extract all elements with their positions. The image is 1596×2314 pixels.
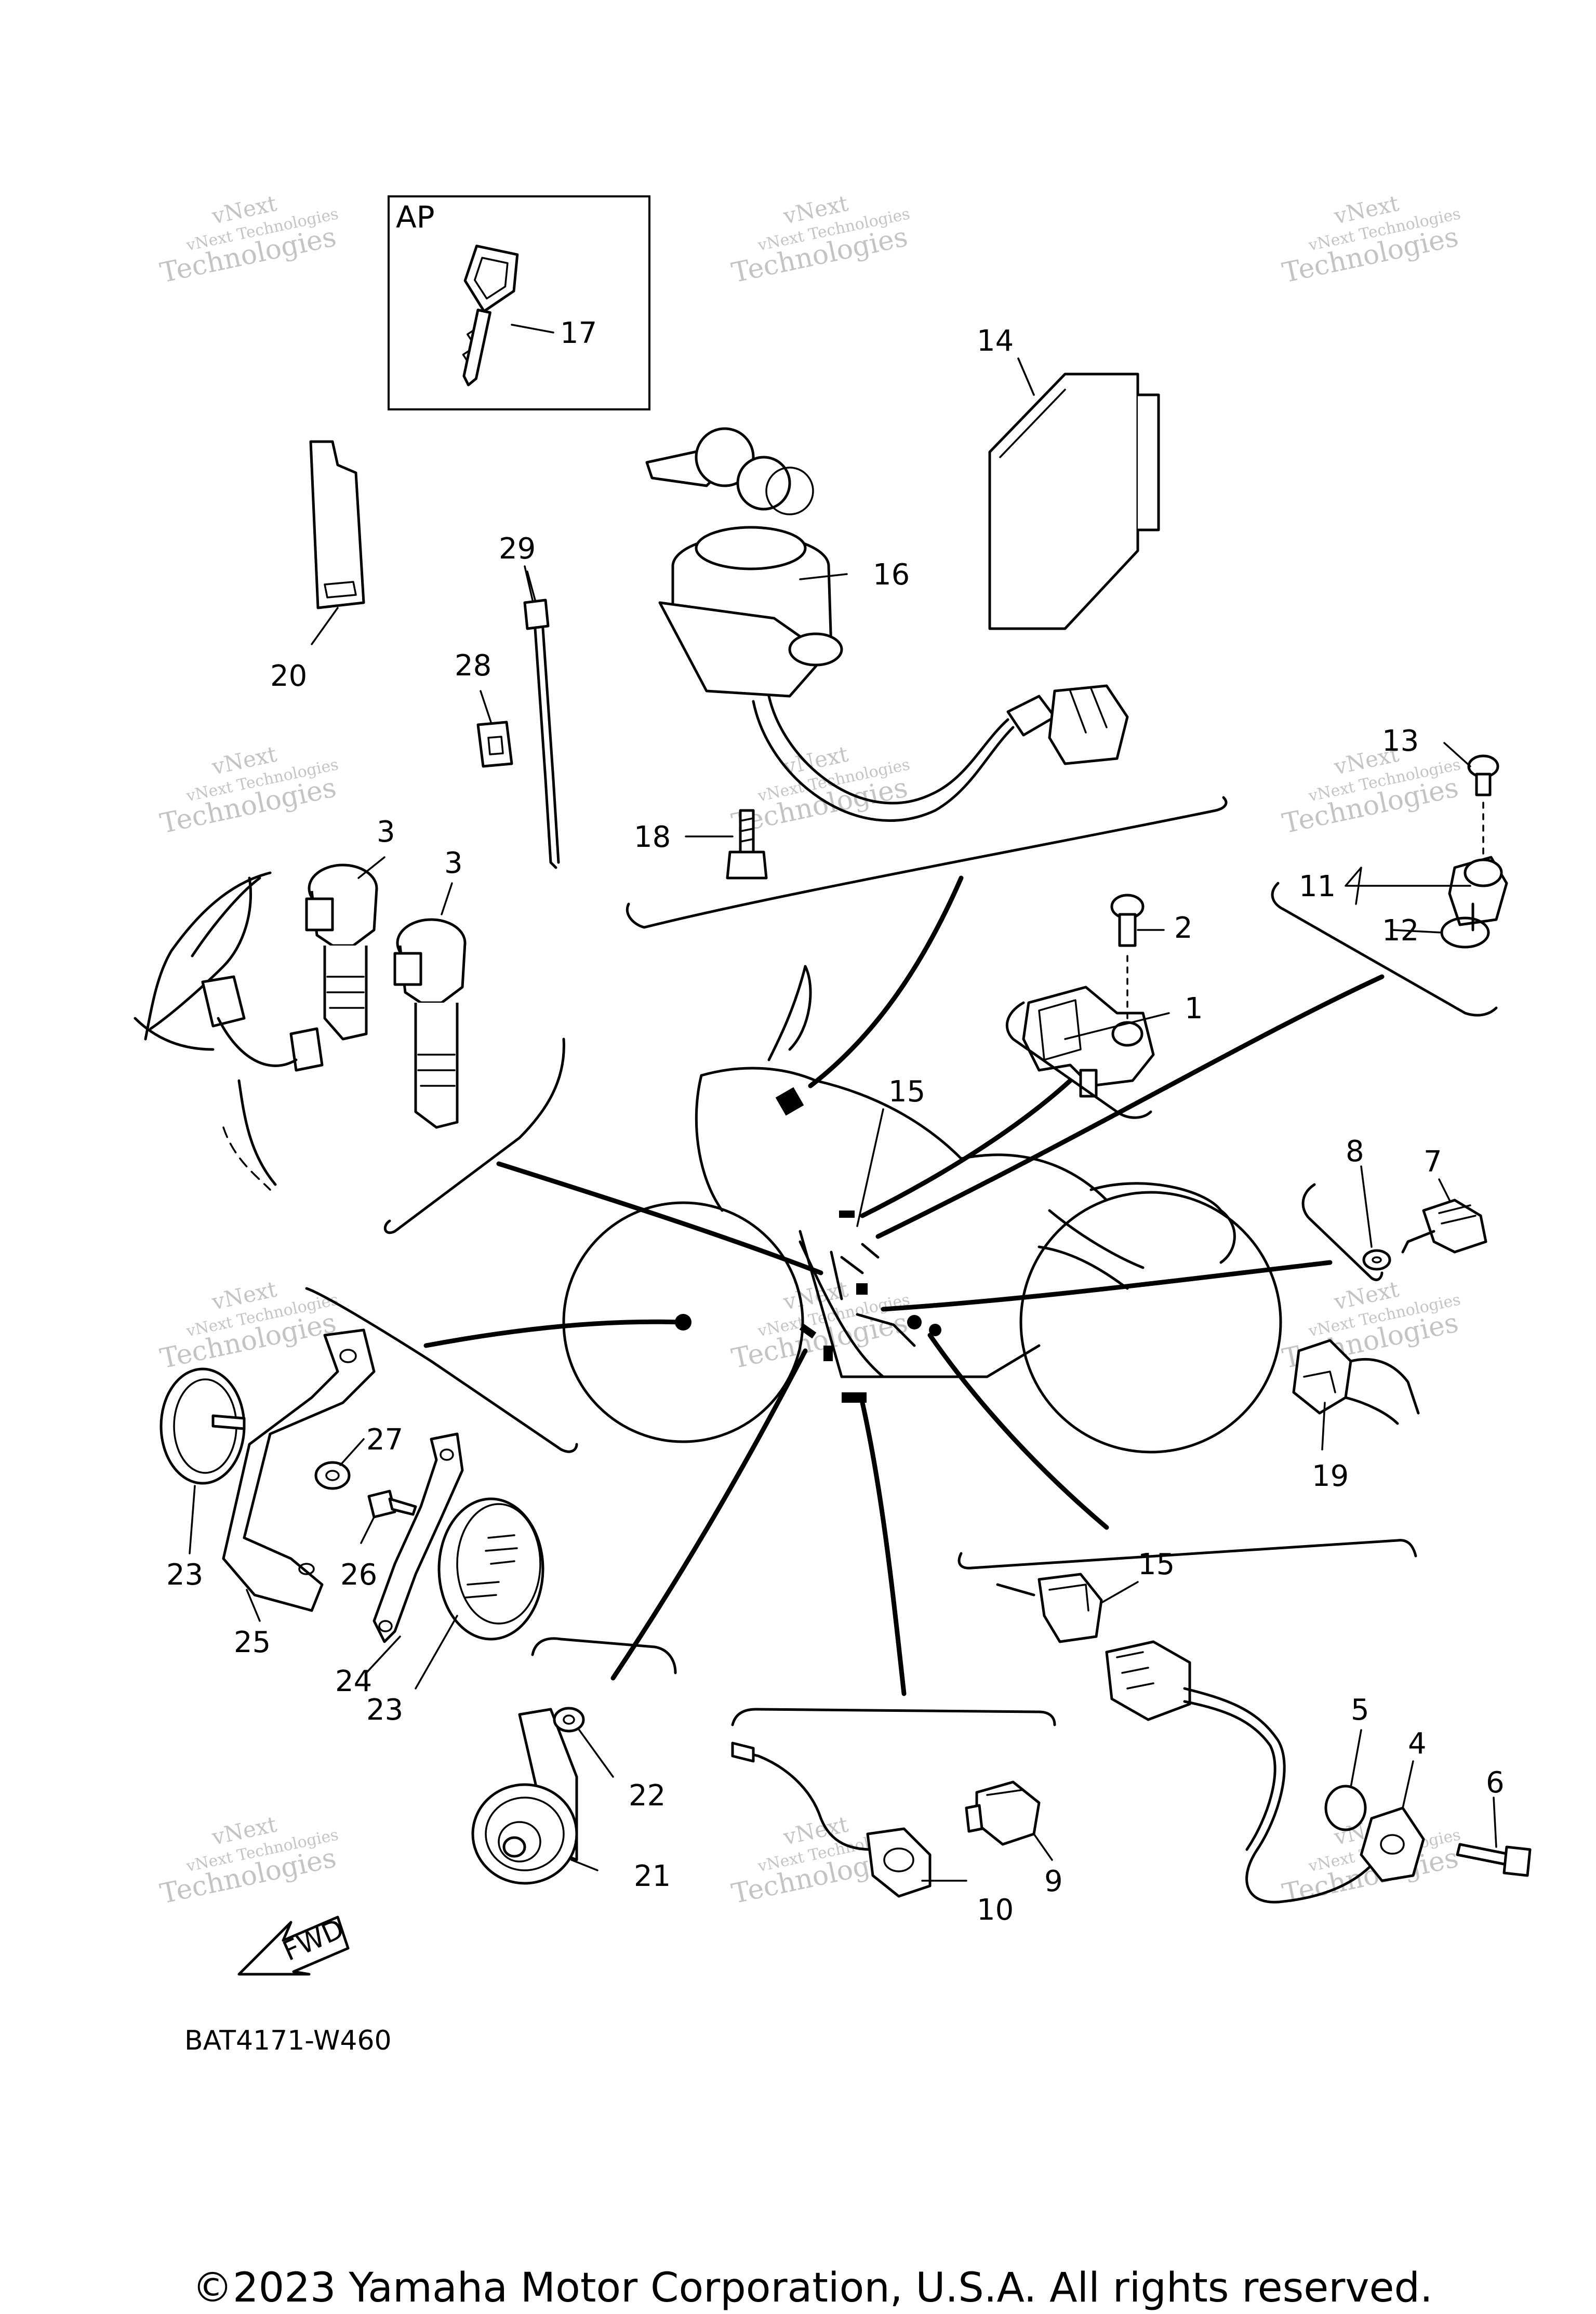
- callout-12: 12: [1382, 914, 1419, 948]
- bolt-part-26: [367, 1490, 417, 1519]
- bracket-part-20: [309, 440, 365, 609]
- bolt-part-18: [726, 809, 768, 880]
- clamp-part-19: [1292, 1339, 1420, 1425]
- bolt-part-13: [1467, 754, 1499, 858]
- bolt-part-6: [1456, 1843, 1532, 1877]
- ecu-part-14: [988, 357, 1160, 630]
- group-boundaries: [305, 796, 1498, 1726]
- callout-4: 4: [1408, 1727, 1427, 1761]
- callout-leaders: [189, 357, 1497, 1882]
- fwd-arrow-icon: FWD: [237, 1913, 350, 1976]
- callout-18: 18: [634, 820, 671, 854]
- connector-part-15-lower: [996, 1573, 1103, 1643]
- ignition-coil-part-3-right: [393, 918, 467, 1129]
- callout-23-right: 23: [366, 1693, 403, 1727]
- leader-lines: [423, 875, 1385, 1696]
- sensor-part-1: [1022, 986, 1155, 1098]
- callout-17: 17: [560, 316, 597, 350]
- diagram-code: BAT4171-W460: [184, 2025, 392, 2056]
- callout-20: 20: [270, 659, 307, 693]
- watermarks: vNext vNext Technologies Technologies vN…: [157, 191, 1462, 1910]
- callout-21: 21: [634, 1859, 671, 1893]
- bolt-part-2: [1110, 894, 1145, 1019]
- callout-25: 25: [234, 1626, 271, 1659]
- callout-6: 6: [1486, 1766, 1505, 1800]
- callout-3-right: 3: [444, 846, 463, 880]
- copyright-notice: ©2023 Yamaha Motor Corporation, U.S.A. A…: [192, 2265, 1433, 2311]
- callout-27: 27: [366, 1423, 403, 1457]
- callout-10: 10: [977, 1893, 1014, 1927]
- sensor-part-9: [965, 1780, 1041, 1846]
- clip-part-28: [476, 721, 513, 768]
- watermark: vNext vNext Technologies Technologies: [729, 191, 911, 289]
- watermark: vNext vNext Technologies Technologies: [157, 191, 340, 289]
- bracket-part-24: [373, 1432, 464, 1643]
- callout-19: 19: [1312, 1459, 1349, 1493]
- callout-22: 22: [629, 1779, 666, 1813]
- ignition-switch-part-16: [645, 427, 1129, 822]
- callout-28: 28: [455, 649, 491, 683]
- sensor-part-11: [1448, 856, 1508, 932]
- callout-24: 24: [335, 1665, 372, 1698]
- callout-1: 1: [1185, 992, 1203, 1026]
- horn-cover-part-23-right: [437, 1497, 544, 1641]
- horn-part-21: [471, 1708, 578, 1885]
- watermark: vNext vNext Technologies Technologies: [157, 741, 340, 840]
- sensor-part-10: [731, 1741, 932, 1898]
- motorcycle-silhouette: [562, 965, 1282, 1454]
- watermark: vNext vNext Technologies Technologies: [1280, 191, 1462, 289]
- watermark: vNext vNext Technologies Technologies: [157, 1812, 340, 1910]
- callout-8: 8: [1346, 1135, 1364, 1168]
- coil-wiring: [134, 871, 324, 1191]
- sensor-part-7: [1401, 1199, 1487, 1254]
- callout-15-upper: 15: [888, 1075, 925, 1109]
- callout-9: 9: [1044, 1865, 1063, 1898]
- callout-2: 2: [1174, 911, 1193, 945]
- cable-tie-part-29: [523, 570, 560, 869]
- callout-7: 7: [1424, 1145, 1442, 1179]
- callout-29: 29: [499, 532, 536, 566]
- callout-14: 14: [977, 324, 1014, 358]
- watermark: vNext vNext Technologies Technologies: [1280, 741, 1462, 840]
- ap-label: AP: [396, 200, 435, 235]
- ap-key-box: AP: [388, 195, 650, 410]
- callout-26: 26: [340, 1558, 377, 1592]
- callout-23-left: 23: [166, 1558, 203, 1592]
- bracket-part-25: [222, 1328, 376, 1612]
- callout-5: 5: [1351, 1693, 1369, 1727]
- callout-3-left: 3: [377, 815, 395, 849]
- callout-11: 11: [1299, 870, 1336, 903]
- callout-labels: 1 2 3 3 4 5 6 7 8 9 10 11 12 13 14 15 15…: [166, 316, 1505, 1927]
- callout-13: 13: [1382, 724, 1419, 758]
- washer-part-8: [1362, 1249, 1391, 1271]
- sensor-part-4: [1105, 1640, 1425, 1904]
- key-part-17: [462, 244, 519, 387]
- nut-part-27: [314, 1461, 351, 1490]
- nut-part-22: [553, 1707, 585, 1733]
- o-ring-part-5: [1324, 1785, 1367, 1831]
- ignition-coil-part-3-left: [305, 863, 378, 1041]
- callout-15-lower: 15: [1138, 1548, 1175, 1581]
- stud-part-23-left: [211, 1414, 246, 1430]
- watermark: vNext vNext Technologies Technologies: [157, 1276, 340, 1375]
- callout-16: 16: [873, 558, 910, 592]
